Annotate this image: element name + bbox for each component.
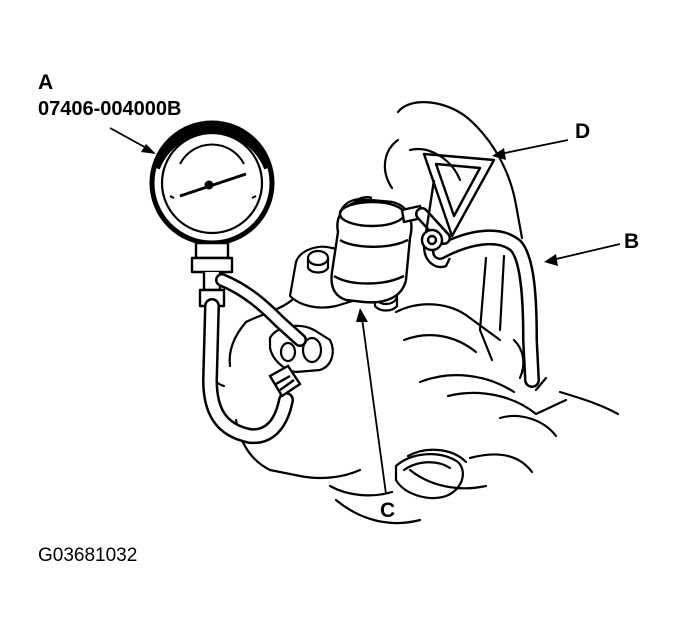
leader-d bbox=[499, 139, 569, 155]
fuel-pressure-gauge-a bbox=[149, 120, 275, 308]
hose-clamp-d bbox=[420, 152, 496, 269]
callout-label-c: C bbox=[380, 499, 396, 522]
leader-c-arrowhead bbox=[356, 308, 368, 322]
gauge-part-number: 07406-004000B bbox=[38, 98, 182, 120]
leader-d-arrowhead bbox=[492, 148, 506, 160]
callout-label-d: D bbox=[575, 120, 591, 143]
figure-code: G03681032 bbox=[38, 545, 138, 566]
leader-a bbox=[109, 127, 151, 151]
callout-leader-lines bbox=[109, 127, 621, 495]
leader-b bbox=[551, 243, 621, 261]
leader-b-arrowhead bbox=[544, 254, 558, 266]
gauge-hoses bbox=[202, 273, 307, 445]
engine-intake-manifold bbox=[208, 101, 620, 525]
leader-c bbox=[361, 317, 387, 495]
fuel-pressure-regulator-c bbox=[330, 196, 424, 304]
gauge-service-fitting bbox=[268, 364, 302, 398]
callout-label-b: B bbox=[624, 230, 640, 253]
callout-label-a: A bbox=[38, 71, 54, 94]
leader-a-arrowhead bbox=[141, 144, 156, 154]
